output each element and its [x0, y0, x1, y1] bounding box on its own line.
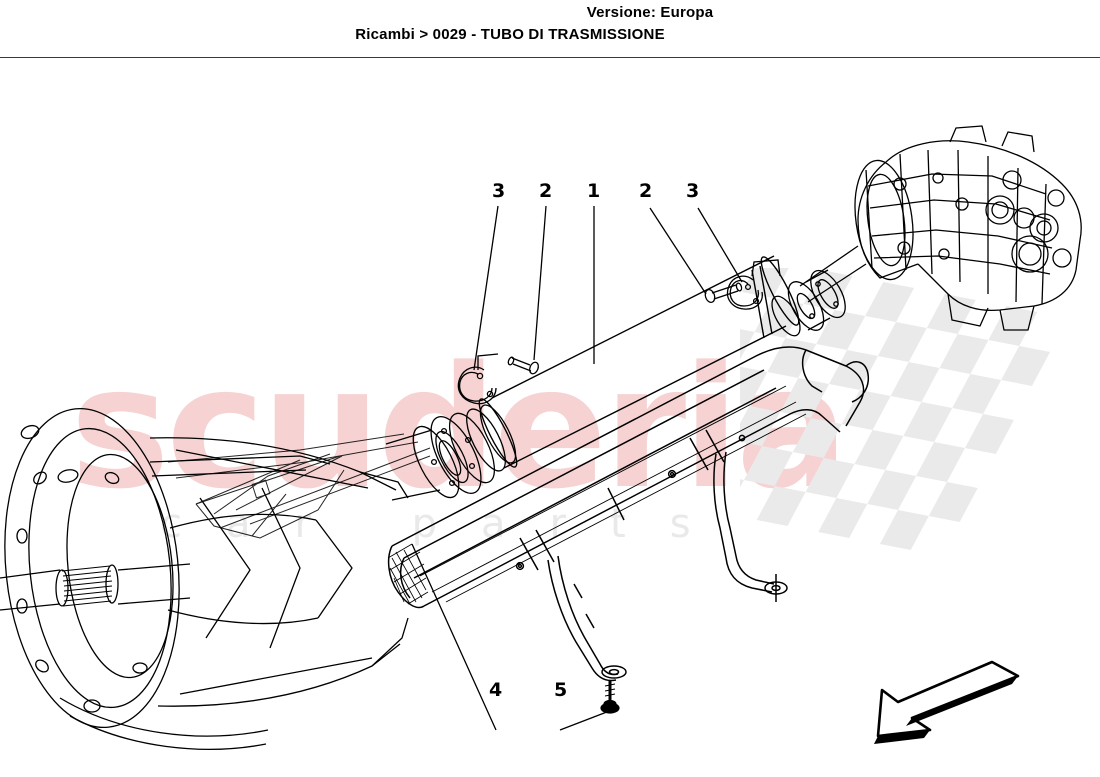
- header-divider: [0, 57, 1100, 58]
- page-header: Versione: Europa Ricambi > 0029 - TUBO D…: [0, 0, 1100, 58]
- shift-linkage: [167, 433, 431, 539]
- bolt-right: [704, 282, 743, 303]
- callout-2-right: 2: [639, 180, 653, 202]
- direction-arrow: [874, 660, 1020, 744]
- rear-differential-housing: [799, 125, 1082, 331]
- version-label: Versione: Europa: [586, 4, 714, 21]
- heat-shield-bracket-rear: [713, 451, 788, 602]
- fixing-screw: [600, 680, 620, 714]
- diagram-stage: scuderia car parts: [0, 58, 1100, 777]
- bolt-left: [507, 356, 539, 375]
- callout-2-left: 2: [539, 180, 553, 202]
- checkered-flag-watermark: [740, 268, 1051, 550]
- callout-3-left: 3: [492, 180, 506, 202]
- callout-leader-lines: [411, 205, 743, 731]
- callout-4: 4: [489, 679, 503, 701]
- flexible-coupling-rear: [771, 269, 846, 337]
- breadcrumb: Ricambi > 0029 - TUBO DI TRASMISSIONE: [355, 26, 665, 43]
- callout-3-right: 3: [686, 180, 700, 202]
- heat-shield-bracket-front: [547, 555, 627, 682]
- gearbox-bellhousing: [0, 407, 409, 750]
- flexible-coupling-front: [385, 404, 517, 501]
- parts-diagram: [0, 125, 1082, 750]
- lock-plate-left: [457, 353, 499, 405]
- callout-1: 1: [587, 180, 601, 202]
- callout-5: 5: [554, 679, 568, 701]
- heat-shield: [387, 346, 870, 609]
